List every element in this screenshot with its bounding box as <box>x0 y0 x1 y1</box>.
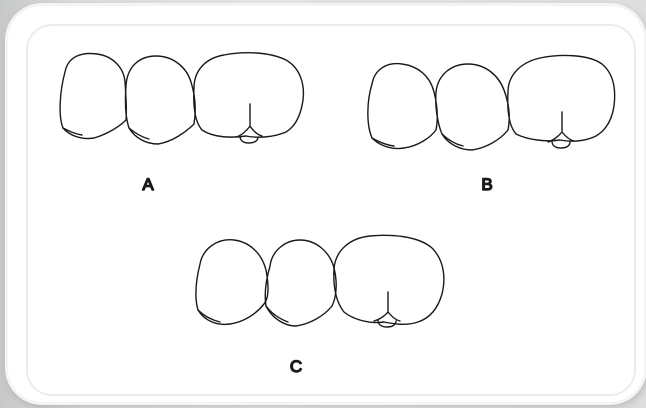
tooth-a-3 <box>194 53 304 137</box>
tooth-a-2-facet <box>129 128 149 139</box>
tooth-b-2 <box>436 64 509 150</box>
tooth-c-1 <box>196 240 268 325</box>
tooth-b-3 <box>508 56 615 142</box>
tooth-c-3 <box>334 235 444 324</box>
label-c: C <box>290 357 302 376</box>
tooth-c-3-fissure <box>374 292 400 321</box>
tooth-c-2 <box>265 240 336 326</box>
teeth-group-c: C <box>196 235 444 376</box>
teeth-group-b: B <box>368 56 615 194</box>
label-b: B <box>481 175 492 194</box>
tooth-a-1 <box>60 54 126 139</box>
tooth-a-3-fissure <box>236 104 262 137</box>
tooth-b-3-fissure <box>548 112 574 142</box>
teeth-group-a: A <box>60 53 303 194</box>
tooth-b-1 <box>368 64 437 149</box>
tooth-a-2 <box>125 56 195 144</box>
tooth-b-3-cusp <box>552 141 570 148</box>
label-a: A <box>142 175 154 194</box>
